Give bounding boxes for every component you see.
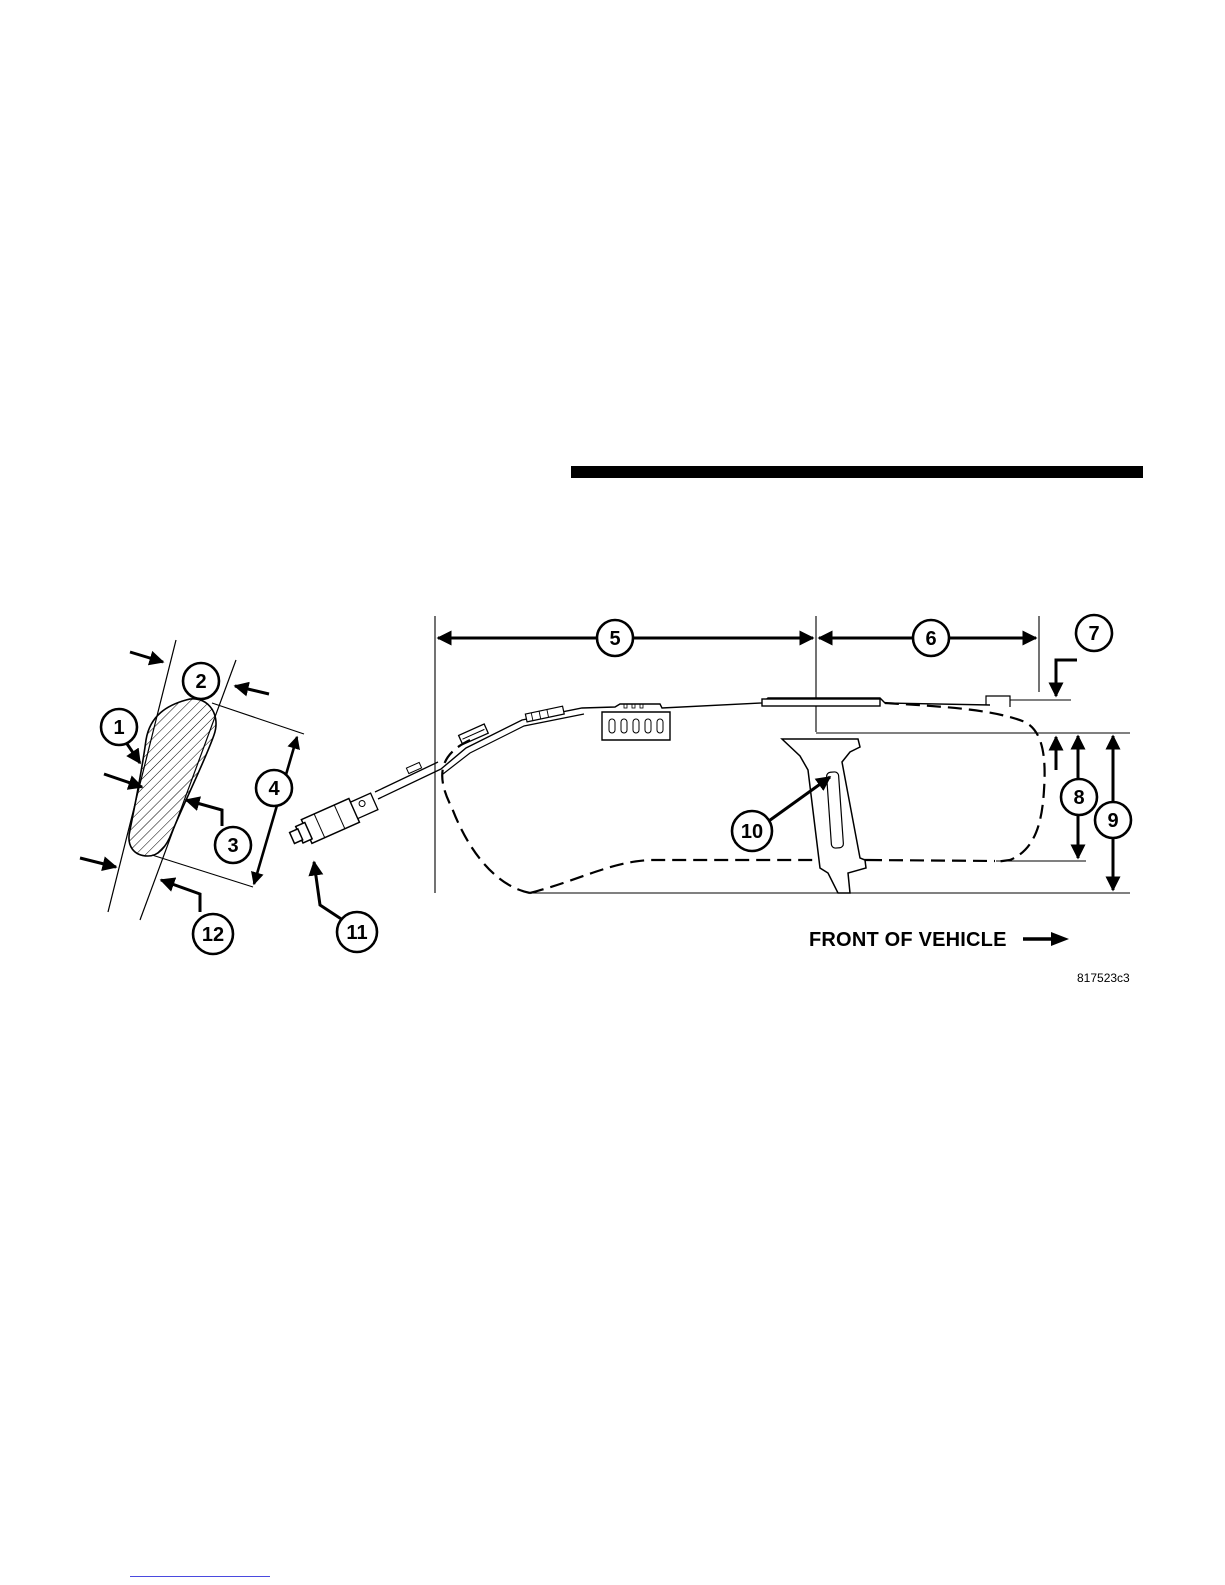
callout-12: 12 xyxy=(193,914,233,954)
svg-text:6: 6 xyxy=(925,628,936,650)
callout-9: 9 xyxy=(1095,802,1131,838)
callout-11: 11 xyxy=(337,912,377,952)
front-direction-arrow-icon xyxy=(1023,932,1069,946)
svg-text:12: 12 xyxy=(202,924,224,946)
svg-text:9: 9 xyxy=(1107,810,1118,832)
svg-text:4: 4 xyxy=(268,778,280,800)
pointer-arrow-12 xyxy=(161,880,200,912)
pointer-arrow-3-left xyxy=(104,774,142,787)
svg-text:5: 5 xyxy=(609,628,620,650)
svg-text:2: 2 xyxy=(195,671,206,693)
svg-text:3: 3 xyxy=(227,835,238,857)
front-of-vehicle-label: FRONT OF VEHICLE xyxy=(809,929,1007,952)
curtain-rail xyxy=(441,696,1071,774)
callout-7: 7 xyxy=(1076,615,1112,651)
pointer-arrow-7 xyxy=(1056,660,1077,696)
callout-1: 1 xyxy=(101,709,137,745)
svg-text:7: 7 xyxy=(1088,623,1099,645)
pointer-arrow-2a xyxy=(130,652,163,662)
svg-text:11: 11 xyxy=(346,922,367,944)
pointer-arrow-2b xyxy=(235,686,269,694)
callout-5: 5 xyxy=(597,620,633,656)
callout-8: 8 xyxy=(1061,779,1097,815)
callout-3: 3 xyxy=(215,827,251,863)
svg-text:10: 10 xyxy=(741,821,763,843)
airbag-zone-diagram: 1 2 3 4 5 6 7 8 9 10 11 12 xyxy=(0,0,1225,1000)
callout-2: 2 xyxy=(183,663,219,699)
length-dimensions xyxy=(435,616,1039,893)
airbag-outline-bottom xyxy=(530,860,868,893)
callout-4: 4 xyxy=(256,770,292,806)
pointer-arrow-3 xyxy=(186,800,222,826)
pointer-arrow-12-left xyxy=(80,858,116,867)
dimension-extension-top xyxy=(212,703,304,734)
callout-6: 6 xyxy=(913,620,949,656)
svg-text:8: 8 xyxy=(1073,787,1084,809)
footer-link-underline[interactable] xyxy=(130,1576,270,1577)
svg-text:1: 1 xyxy=(113,717,124,739)
dimension-arrow-4 xyxy=(254,737,297,884)
airbag-cross-section-shape xyxy=(129,699,216,856)
airbag-outline-rear xyxy=(442,740,530,893)
callout-10: 10 xyxy=(732,811,772,851)
figure-id: 817523c3 xyxy=(1077,971,1130,985)
airbag-outline-front xyxy=(885,703,1045,862)
